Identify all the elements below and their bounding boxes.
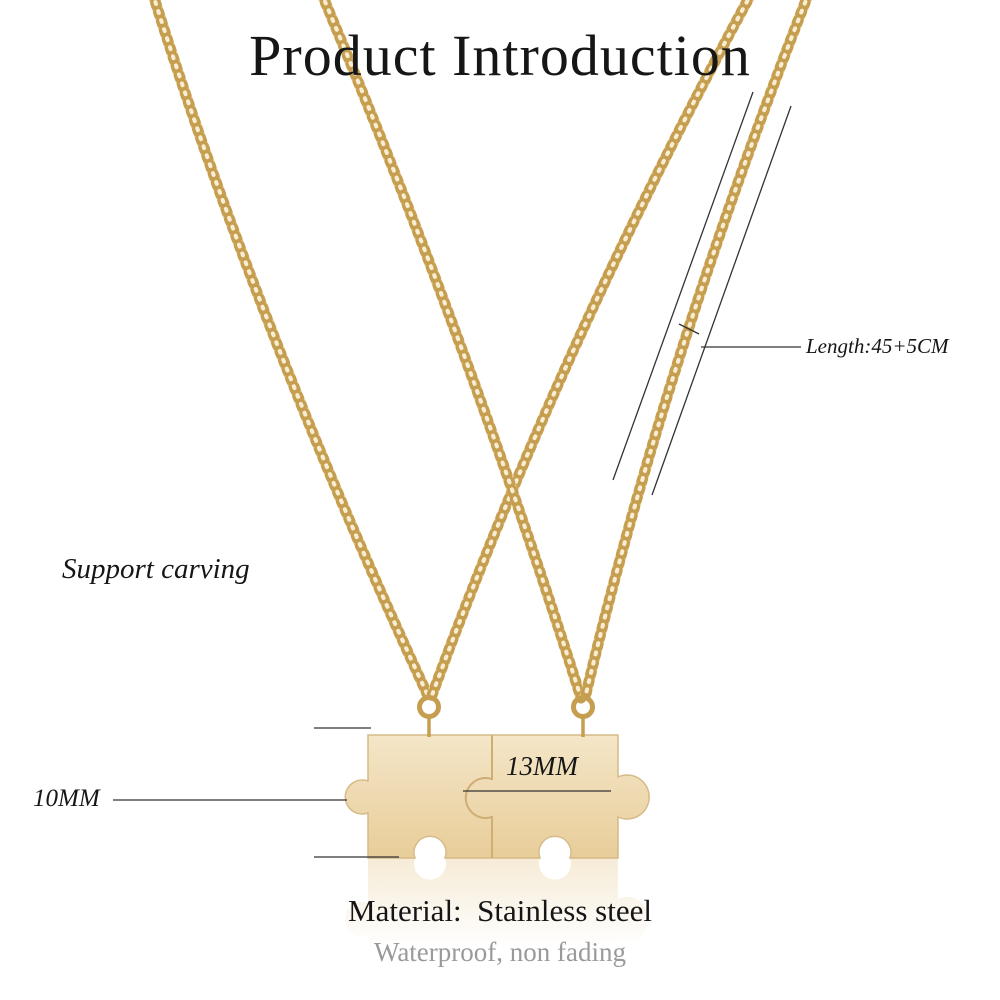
puzzle-pendant-outline <box>344 734 650 859</box>
chain-strand-4 <box>579 0 813 704</box>
chain-highlight <box>152 0 431 700</box>
necklace-chains-group <box>148 0 813 704</box>
chain-strand-2 <box>425 0 755 704</box>
chain-base <box>425 0 755 700</box>
support-carving-label: Support carving <box>62 553 250 585</box>
pendant-reflection <box>345 858 650 981</box>
puzzle-seam <box>464 735 493 858</box>
length-tick <box>678 323 700 335</box>
chain-strand-1 <box>148 0 435 704</box>
finish-note-text: Waterproof, non fading <box>374 937 626 967</box>
pendant-width-label: 13MM <box>506 751 578 781</box>
pendant-height-label: 10MM <box>33 785 100 812</box>
length-measure-line-1 <box>612 91 754 481</box>
chain-highlight <box>322 0 583 700</box>
right-bail-ring <box>571 695 595 719</box>
chain-highlight <box>583 0 809 700</box>
chain-strand-3 <box>318 0 587 704</box>
puzzle-pendant-pair <box>344 695 650 859</box>
left-bail-ring <box>417 695 441 719</box>
chain-link-texture <box>318 0 587 704</box>
length-measurement-group <box>612 91 801 496</box>
length-measure-line-2 <box>651 105 792 496</box>
pendant-measurement-group <box>113 727 611 858</box>
chain-link-texture <box>425 0 755 704</box>
page-title: Product Introduction <box>249 23 751 88</box>
chain-length-label: Length:45+5CM <box>806 334 949 358</box>
chain-highlight <box>429 0 751 700</box>
material-text: Material: Stainless steel <box>348 893 652 928</box>
pendant-reflection-shape <box>345 858 650 981</box>
